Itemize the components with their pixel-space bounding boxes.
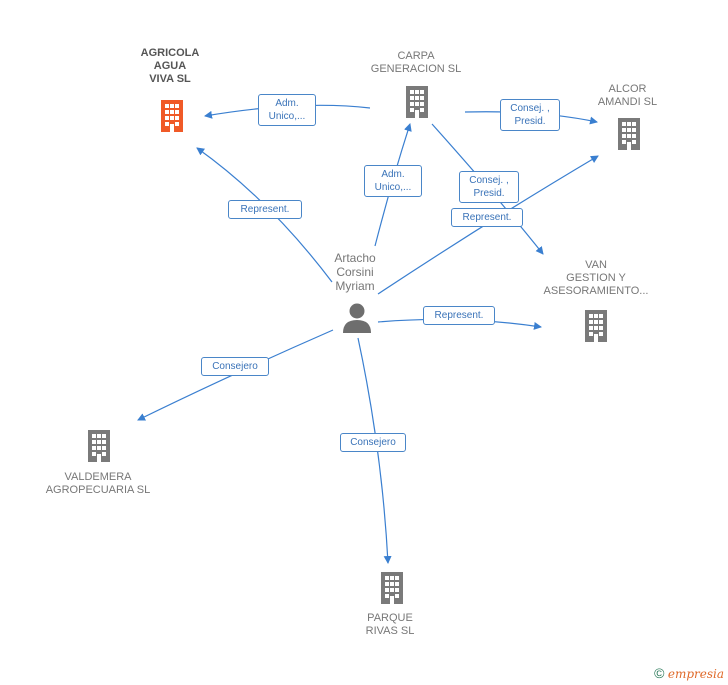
brand-initial: e (667, 667, 675, 681)
van-building-icon[interactable] (585, 310, 607, 342)
edge-label-person-carpa: Adm. Unico,... (364, 165, 422, 197)
copyright-symbol: © (654, 665, 665, 681)
person-icon[interactable] (343, 303, 371, 334)
edge-label-person-alcor: Represent. (451, 208, 523, 227)
edge-label-person-agricola: Represent. (228, 200, 302, 219)
agricola-label[interactable]: AGRICOLA AGUA VIVA SL (140, 47, 200, 85)
edge-label-carpa-agricola: Adm. Unico,... (258, 94, 316, 126)
van-label[interactable]: VAN GESTION Y ASESORAMIENTO... (543, 259, 649, 297)
parque-building-icon[interactable] (381, 572, 403, 604)
edge-label-carpa-van: Consej. , Presid. (459, 171, 519, 203)
carpa-building-icon[interactable] (406, 86, 428, 118)
alcor-label[interactable]: ALCOR AMANDI SL (597, 83, 658, 108)
edge-label-person-valdemera: Consejero (201, 357, 269, 376)
edge-label-person-parque: Consejero (340, 433, 406, 452)
brand-name: mpresia (674, 667, 724, 681)
carpa-label[interactable]: CARPA GENERACION SL (370, 50, 462, 75)
valdemera-label[interactable]: VALDEMERA AGROPECUARIA SL (45, 471, 151, 496)
empresia-watermark: © empresia (654, 665, 724, 681)
edge-label-person-van: Represent. (423, 306, 495, 325)
agricola-building-icon[interactable] (161, 100, 183, 132)
parque-label[interactable]: PARQUE RIVAS SL (365, 612, 415, 637)
alcor-building-icon[interactable] (618, 118, 640, 150)
edge-label-carpa-alcor: Consej. , Presid. (500, 99, 560, 131)
person-label[interactable]: Artacho Corsini Myriam (334, 251, 376, 293)
valdemera-building-icon[interactable] (88, 430, 110, 462)
